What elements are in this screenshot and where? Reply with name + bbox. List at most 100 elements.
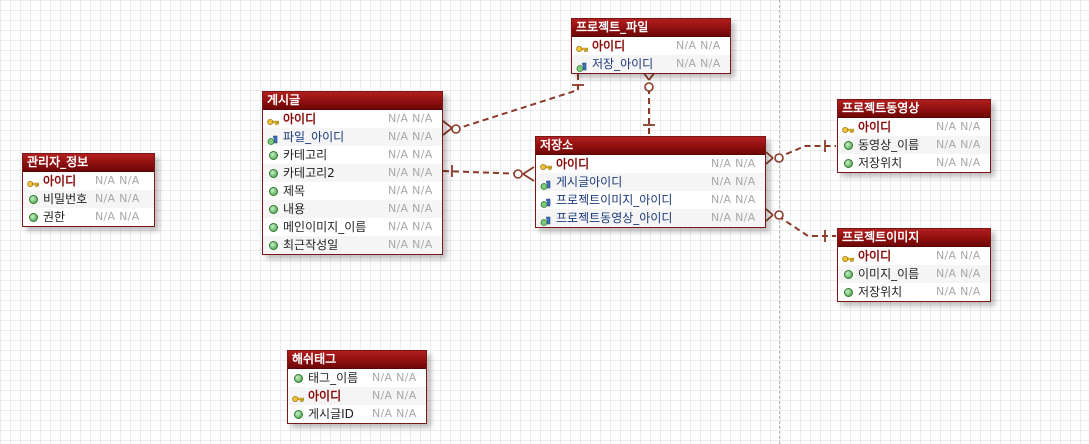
attribute-dot-icon — [842, 287, 854, 297]
attribute-type: N/A N/A — [711, 211, 756, 224]
attribute-name: 아이디 — [556, 157, 590, 171]
attribute-dot-icon-shape — [844, 159, 853, 168]
primary-key-icon — [27, 176, 39, 188]
foreign-key-icon — [576, 59, 588, 72]
attribute-name: 아이디 — [283, 112, 317, 126]
attribute-dot-icon-shape — [269, 151, 278, 160]
attribute-dot-icon-shape — [844, 288, 853, 297]
rel-post-storage — [442, 165, 535, 182]
attribute-type: N/A N/A — [711, 193, 756, 206]
attribute-name: 비밀번호 — [43, 192, 88, 206]
attribute-name: 내용 — [283, 202, 306, 216]
attribute-type: N/A N/A — [936, 267, 981, 280]
attribute-name: 저장위치 — [858, 156, 903, 170]
foreign-key-row[interactable]: 프로젝트이미지_아이디 N/A N/A — [536, 191, 765, 209]
attribute-type: N/A N/A — [936, 156, 981, 169]
primary-key-icon — [576, 41, 588, 53]
entity-title: 프로젝트동영상 — [838, 100, 990, 118]
attribute-type: N/A N/A — [676, 57, 721, 70]
primary-key-row[interactable]: 아이디 N/A N/A — [23, 172, 154, 190]
attribute-row[interactable]: 저장위치 N/A N/A — [838, 154, 990, 172]
foreign-key-row[interactable]: 파일_아이디 N/A N/A — [263, 128, 442, 146]
attribute-name: 프로젝트동영상_아이디 — [556, 211, 673, 225]
primary-key-icon — [842, 251, 854, 263]
attribute-type: N/A N/A — [711, 175, 756, 188]
foreign-key-row[interactable]: 저장_아이디 N/A N/A — [572, 55, 730, 73]
attribute-name: 저장_아이디 — [592, 57, 654, 71]
page-break-line — [779, 0, 780, 444]
attribute-dot-icon — [842, 140, 854, 150]
attribute-type: N/A N/A — [676, 39, 721, 52]
attribute-row[interactable]: 이미지_이름 N/A N/A — [838, 265, 990, 283]
attribute-name: 아이디 — [858, 249, 892, 263]
attribute-dot-icon — [842, 269, 854, 279]
entity-title: 관리자_정보 — [23, 154, 154, 172]
entity-title: 프로젝트_파일 — [572, 19, 730, 37]
attribute-type: N/A N/A — [372, 371, 417, 384]
rel-projectfile-post — [442, 74, 584, 136]
attribute-name: 저장위치 — [858, 285, 903, 299]
attribute-dot-icon-shape — [269, 223, 278, 232]
attribute-name: 이미지_이름 — [858, 267, 920, 281]
attribute-name: 프로젝트이미지_아이디 — [556, 193, 673, 207]
attribute-dot-icon — [842, 158, 854, 168]
foreign-key-icon — [540, 177, 552, 190]
attribute-row[interactable]: 저장위치 N/A N/A — [838, 283, 990, 301]
attribute-name: 아이디 — [858, 120, 892, 134]
attribute-type: N/A N/A — [936, 138, 981, 151]
attribute-type: N/A N/A — [936, 120, 981, 133]
attribute-type: N/A N/A — [936, 285, 981, 298]
attribute-row[interactable]: 내용 N/A N/A — [263, 200, 442, 218]
attribute-row[interactable]: 메인이미지_이름 N/A N/A — [263, 218, 442, 236]
attribute-dot-icon-shape — [269, 187, 278, 196]
attribute-dot-icon-shape — [844, 270, 853, 279]
attribute-name: 카테고리 — [283, 148, 328, 162]
attribute-dot-icon — [267, 168, 279, 178]
attribute-dot-icon-shape — [29, 213, 38, 222]
attribute-dot-icon-shape — [294, 374, 303, 383]
foreign-key-row[interactable]: 프로젝트동영상_아이디 N/A N/A — [536, 209, 765, 227]
foreign-key-icon — [267, 132, 279, 145]
attribute-type: N/A N/A — [95, 174, 140, 187]
attribute-dot-icon — [27, 194, 39, 204]
attribute-type: N/A N/A — [388, 202, 433, 215]
attribute-type: N/A N/A — [388, 220, 433, 233]
attribute-dot-icon-shape — [29, 195, 38, 204]
attribute-name: 메인이미지_이름 — [283, 220, 367, 234]
attribute-name: 아이디 — [43, 174, 77, 188]
attribute-name: 파일_아이디 — [283, 130, 345, 144]
attribute-dot-icon — [27, 212, 39, 222]
attribute-type: N/A N/A — [388, 130, 433, 143]
primary-key-row[interactable]: 아이디 N/A N/A — [838, 118, 990, 136]
primary-key-row[interactable]: 아이디 N/A N/A — [263, 110, 442, 128]
rel-projectimage-storage — [765, 208, 836, 242]
attribute-type: N/A N/A — [388, 112, 433, 125]
rel-storage-projectfile — [642, 71, 656, 134]
